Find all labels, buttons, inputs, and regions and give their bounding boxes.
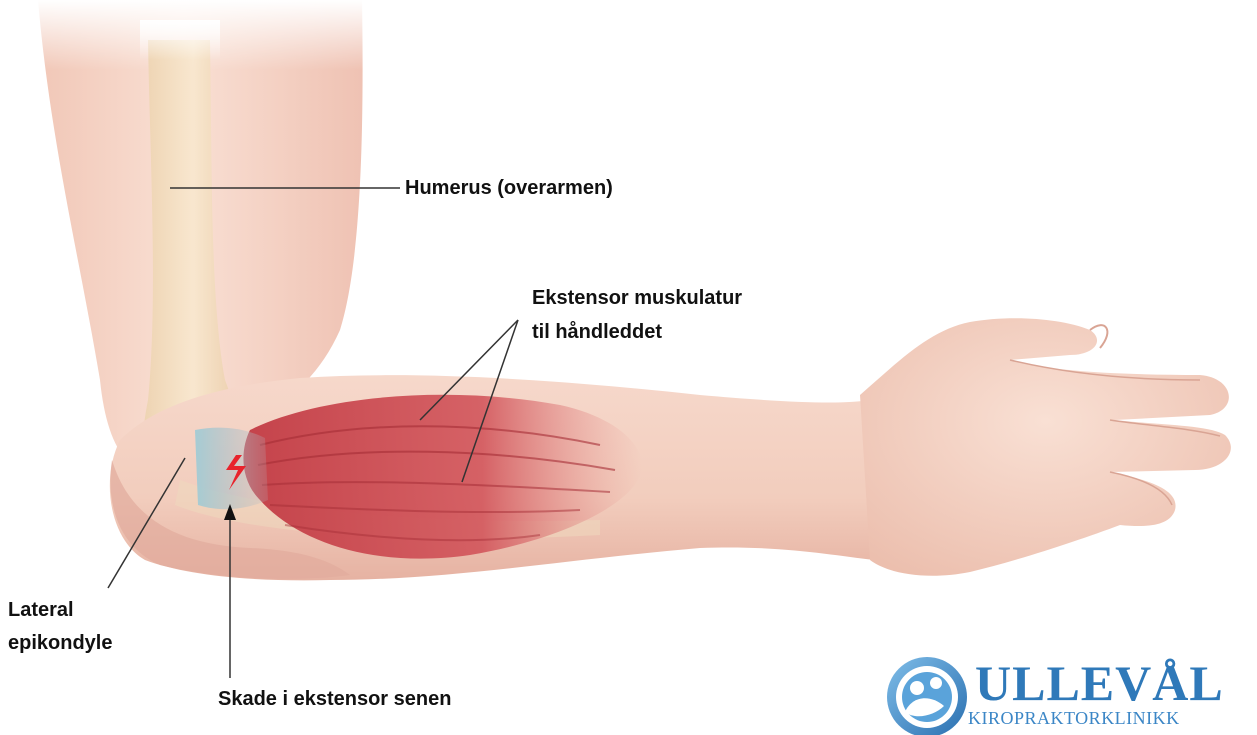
lateral-epicondyle-label-line1: Lateral [8, 598, 74, 623]
logo-name: ULLEVÅL [975, 658, 1224, 708]
extensor-label-line2: til håndleddet [532, 320, 662, 345]
injury-label: Skade i ekstensor senen [218, 687, 451, 712]
humerus-label: Humerus (overarmen) [405, 176, 613, 201]
logo-emblem-icon [887, 657, 967, 735]
logo-subtitle: KIROPRAKTORKLINIKK [968, 708, 1180, 728]
extensor-label-line1: Ekstensor muskulatur [532, 286, 742, 311]
lateral-epicondyle-label-line2: epikondyle [8, 631, 112, 656]
hand [860, 318, 1231, 576]
